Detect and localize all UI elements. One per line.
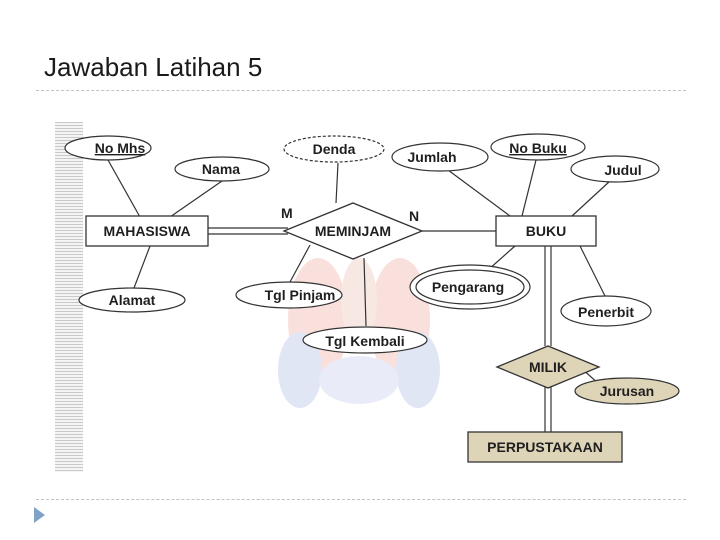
attribute-no-buku: No Buku	[490, 133, 586, 161]
attribute-label: Jurusan	[600, 383, 654, 399]
attribute-jumlah: Jumlah	[391, 142, 489, 172]
attribute-denda: Denda	[283, 135, 385, 163]
attribute-label: Nama	[202, 161, 240, 177]
attribute-label: No Mhs	[95, 140, 146, 156]
attribute-tgl-kembali: Tgl Kembali	[302, 326, 428, 354]
decorative-stripes	[55, 122, 83, 472]
entity-buku: BUKU	[495, 215, 597, 247]
attribute-alamat: Alamat	[78, 287, 186, 313]
attribute-label: Penerbit	[578, 304, 634, 320]
entity-mahasiswa: MAHASISWA	[85, 215, 209, 247]
attribute-judul: Judul	[570, 155, 660, 183]
attribute-penerbit: Penerbit	[560, 295, 652, 327]
entity-label: PERPUSTAKAAN	[487, 439, 603, 455]
relationship-meminjam: MEMINJAM	[282, 202, 424, 260]
attribute-label: Judul	[604, 162, 641, 178]
attribute-label: Tgl Kembali	[325, 333, 404, 349]
attribute-label: Pengarang	[432, 279, 504, 295]
attribute-pengarang: Pengarang	[409, 264, 531, 310]
cardinality-n: N	[409, 208, 419, 224]
attribute-nama: Nama	[174, 156, 270, 182]
relationship-label: MILIK	[529, 359, 567, 375]
cardinality-m: M	[281, 205, 293, 221]
attribute-label: Alamat	[109, 292, 156, 308]
slide-title: Jawaban Latihan 5	[44, 52, 263, 82]
attribute-no-mhs: No Mhs	[64, 135, 152, 161]
attribute-jurusan: Jurusan	[574, 377, 680, 405]
attribute-label: Denda	[313, 141, 356, 157]
relationship-label: MEMINJAM	[315, 223, 391, 239]
attribute-label: Jumlah	[407, 149, 456, 165]
title-divider	[36, 90, 686, 91]
footer-divider	[36, 499, 686, 500]
entity-perpustakaan: PERPUSTAKAAN	[467, 431, 623, 463]
relationship-milik: MILIK	[495, 345, 601, 389]
entity-label: MAHASISWA	[103, 223, 190, 239]
attribute-label: No Buku	[509, 140, 567, 156]
triangle-bullet-icon	[34, 507, 45, 523]
attribute-label: Tgl Pinjam	[265, 287, 336, 303]
attribute-tgl-pinjam: Tgl Pinjam	[235, 281, 343, 309]
entity-label: BUKU	[526, 223, 566, 239]
